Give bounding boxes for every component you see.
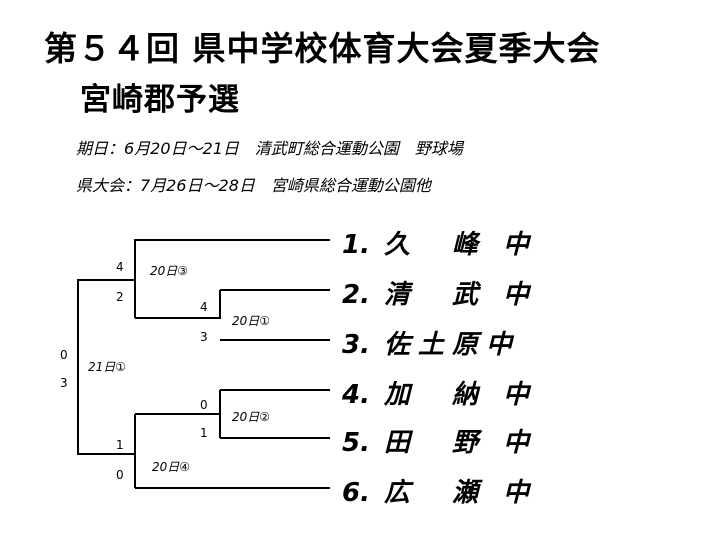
- score-m2-bottom: 1: [200, 426, 208, 440]
- team-name: 加 納 中: [384, 380, 538, 410]
- score-m1-top: 4: [200, 300, 208, 314]
- score-m3-bottom: 2: [116, 290, 124, 304]
- team-rank: 2.: [342, 280, 370, 310]
- team-name: 広 瀬 中: [384, 478, 538, 508]
- team-rank: 5.: [342, 428, 370, 458]
- score-m2-top: 0: [200, 398, 208, 412]
- team-rank: 1.: [342, 230, 370, 260]
- team-name: 佐土原中: [384, 330, 521, 360]
- team-rank: 3.: [342, 330, 370, 360]
- team-rank: 6.: [342, 478, 370, 508]
- match-label-m4: 20日④: [152, 460, 191, 474]
- match-connector-m3: [134, 239, 300, 318]
- match-label-m2: 20日②: [232, 410, 271, 424]
- team-6: 6. 広 瀬 中: [342, 472, 537, 509]
- score-m3-top: 4: [116, 260, 124, 274]
- match-label-m3: 20日③: [150, 264, 189, 278]
- prefectural-schedule: 県大会：7月26日～28日 宮崎県総合運動公園他: [76, 176, 431, 195]
- team-5: 5. 田 野 中: [342, 422, 537, 459]
- match-label-m1: 20日①: [232, 314, 271, 328]
- team-4: 4. 加 納 中: [342, 374, 537, 411]
- team-3: 3. 佐土原中: [342, 324, 520, 361]
- score-m4-top: 1: [116, 438, 124, 452]
- team-name: 田 野 中: [384, 428, 538, 458]
- match-label-final: 21日①: [88, 360, 127, 374]
- team-name: 久 峰 中: [384, 230, 538, 260]
- page-title: 第５４回 県中学校体育大会夏季大会: [44, 29, 601, 68]
- team-1: 1. 久 峰 中: [342, 224, 537, 261]
- score-m4-bottom: 0: [116, 468, 124, 482]
- team-rank: 4.: [342, 380, 370, 410]
- final-connector: [77, 279, 135, 455]
- team-name: 清 武 中: [384, 280, 538, 310]
- score-final-bottom: 3: [60, 376, 68, 390]
- team-2: 2. 清 武 中: [342, 274, 537, 311]
- score-m1-bottom: 3: [200, 330, 208, 344]
- schedule-dates: 期日：6月20日～21日 清武町総合運動公園 野球場: [76, 139, 463, 158]
- match-connector-m1: [135, 290, 221, 319]
- page-subtitle: 宮崎郡予選: [80, 82, 240, 118]
- score-final-top: 0: [60, 348, 68, 362]
